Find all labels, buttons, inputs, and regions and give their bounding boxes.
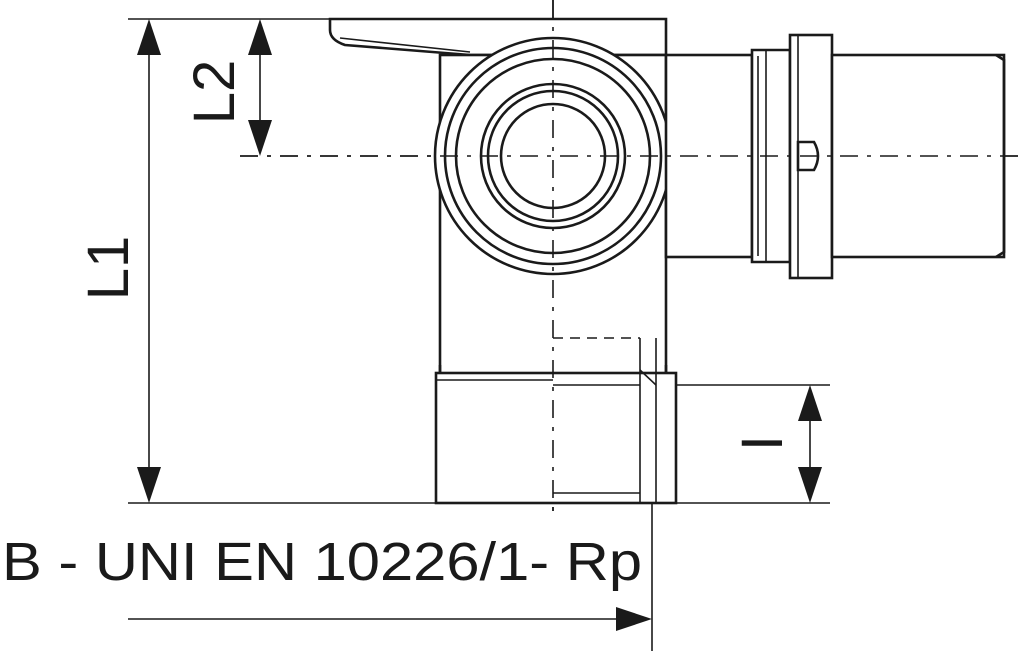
thread-spec-arrowhead	[616, 607, 652, 631]
l1-label: L1	[76, 236, 141, 301]
mounting-flange	[328, 17, 668, 57]
l2-arrow-bottom	[248, 120, 272, 156]
i-arrow-bottom	[798, 467, 822, 503]
thread-spec-callout: B - UNI EN 10226/1- Rp	[2, 532, 652, 631]
internal-thread-chamfer	[639, 369, 657, 386]
fitting-body	[328, 17, 1006, 505]
l1-arrow-bottom	[137, 467, 161, 503]
dimension-l2: L2	[182, 19, 272, 156]
i-label: I	[730, 435, 795, 451]
thread-spec-label: B - UNI EN 10226/1- Rp	[2, 532, 642, 592]
flange-inner-line	[339, 37, 471, 53]
l1-arrow-top	[137, 19, 161, 55]
threaded-socket	[434, 371, 678, 505]
i-arrow-top	[798, 385, 822, 421]
dimension-i: I	[730, 385, 822, 503]
l2-arrow-top	[248, 19, 272, 55]
dimension-l1: L1	[76, 19, 161, 503]
l2-label: L2	[182, 60, 247, 125]
